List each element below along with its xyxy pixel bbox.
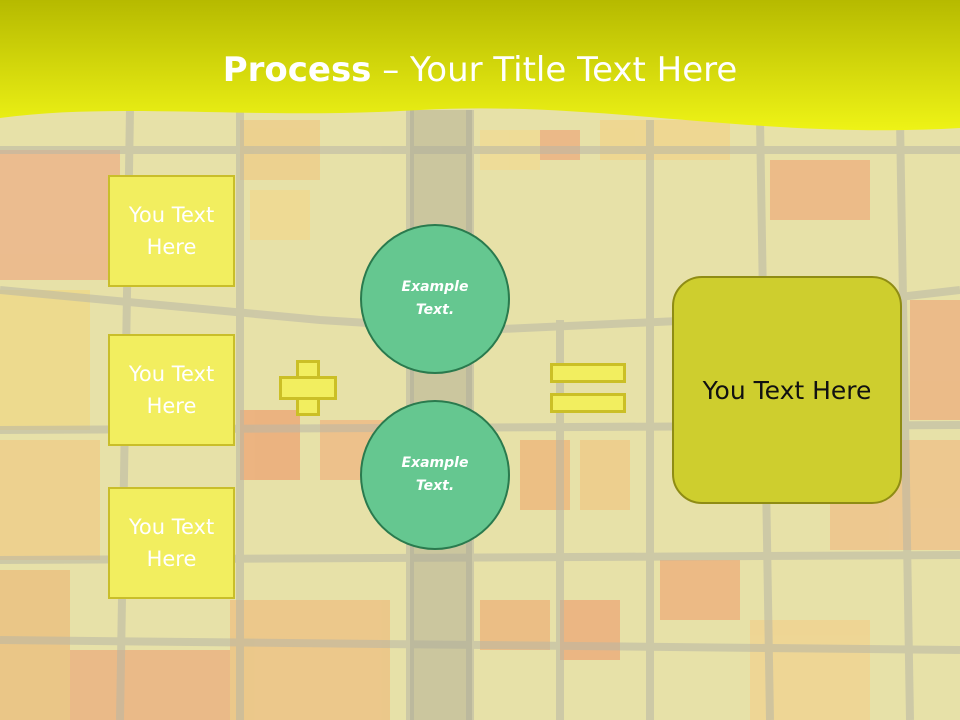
example-circle-1-label: Example Text.: [401, 279, 469, 318]
example-circle-1: Example Text.: [360, 224, 510, 374]
text-box-1: You Text Here: [108, 175, 235, 287]
result-box-label: You Text Here: [702, 375, 872, 405]
text-box-1-label: You Text Here: [128, 203, 215, 259]
text-box-3: You Text Here: [108, 487, 235, 599]
example-circle-2: Example Text.: [360, 400, 510, 550]
slide-title: Process – Your Title Text Here: [0, 50, 960, 90]
header-band: [0, 0, 960, 131]
text-box-2-label: You Text Here: [128, 362, 215, 418]
example-circle-2-label: Example Text.: [401, 455, 469, 494]
title-rest: – Your Title Text Here: [371, 50, 738, 90]
result-box: You Text Here: [672, 276, 902, 504]
text-box-3-label: You Text Here: [128, 515, 215, 571]
title-bold: Process: [222, 50, 372, 90]
text-box-2: You Text Here: [108, 334, 235, 446]
